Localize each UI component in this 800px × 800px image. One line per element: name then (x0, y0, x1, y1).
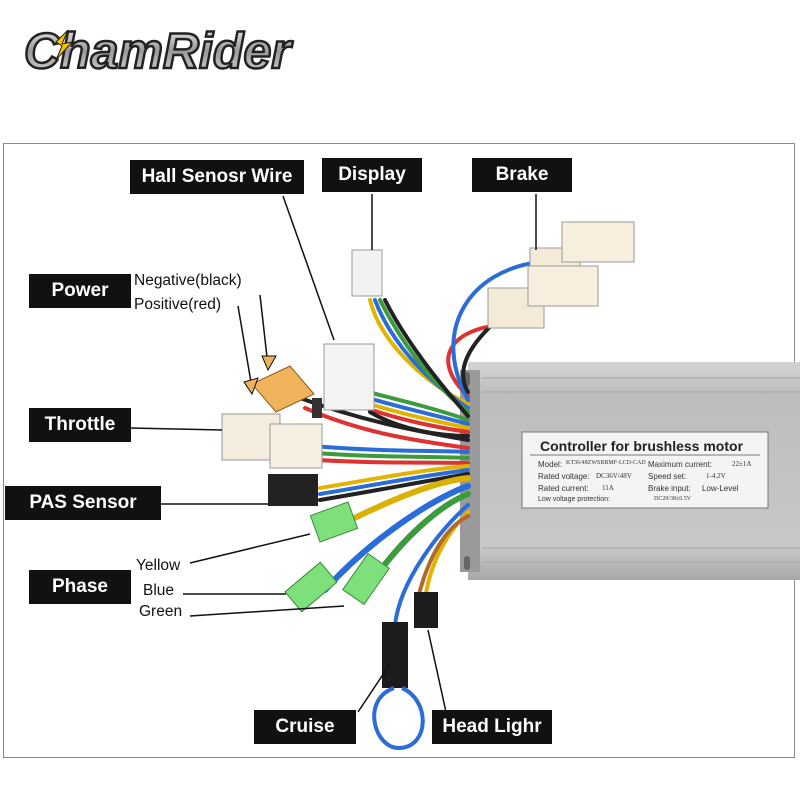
spec-rated-voltage-label: Rated voltage: (538, 472, 590, 481)
display-connector (351, 249, 383, 297)
spec-plate (521, 431, 769, 509)
note-phase-green: Green (139, 603, 183, 620)
note-power-positive: Positive(red) (134, 296, 221, 313)
pas-connector (268, 474, 318, 506)
cruise-connector (382, 622, 408, 688)
note-phase-yellow: Yellow (136, 557, 181, 574)
note-power-negative: Negative(black) (134, 272, 242, 289)
spec-model-label: Model: (538, 460, 563, 469)
spec-brake-input-value: Low-Level (702, 484, 739, 493)
spec-speed-set-value: 1-4.2V (706, 472, 726, 480)
spec-low-voltage-value: DC29/38±0.5V (654, 496, 692, 502)
phase-green-connector (342, 552, 390, 606)
lightning-icon (55, 29, 74, 61)
spec-rated-voltage-value: DC36V/48V (596, 472, 632, 480)
spec-max-current-label: Maximum current: (648, 460, 713, 469)
label-cruise: Cruise (254, 710, 356, 744)
hall-connector (323, 343, 375, 411)
label-power: Power (29, 274, 131, 308)
label-brake: Brake (472, 158, 572, 192)
logo-text: ChamRider (24, 23, 293, 79)
label-pas-sensor: PAS Sensor (5, 486, 161, 520)
spec-model-value: KT36/48ZWSRBMF-LCD-CAD (566, 460, 646, 466)
label-hall-sensor-wire: Hall Senosr Wire (130, 160, 304, 194)
label-head-light: Head Lighr (432, 710, 552, 744)
chamrider-logo: ChamRider (23, 22, 295, 81)
spec-brake-input-label: Brake input: (648, 484, 691, 493)
headlight-connector (414, 592, 438, 628)
controller-title: Controller for brushless motor (540, 438, 744, 454)
phase-yellow-connector (309, 501, 359, 543)
spec-low-voltage-label: Low voltage protection: (538, 496, 610, 503)
label-display: Display (322, 158, 422, 192)
power-connector (251, 365, 315, 413)
spec-max-current-value: 22±1A (732, 460, 752, 468)
spec-rated-current-value: 11A (602, 484, 614, 492)
spec-speed-set-label: Speed set: (648, 472, 687, 481)
phase-blue-connector (284, 561, 338, 613)
label-throttle: Throttle (29, 408, 131, 442)
spec-rated-current-label: Rated current: (538, 484, 589, 493)
label-phase: Phase (29, 570, 131, 604)
note-phase-blue: Blue (143, 582, 175, 599)
